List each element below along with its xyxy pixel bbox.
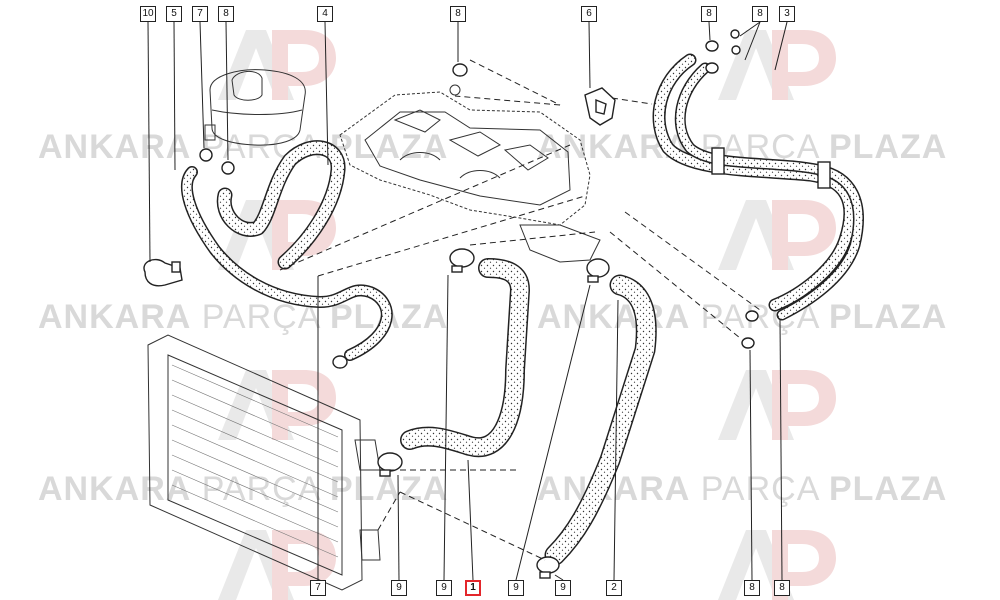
- callout-bottom-7: 7: [310, 580, 326, 596]
- clamp-8-top-right: [705, 29, 741, 74]
- callout-top-6: 6: [581, 6, 597, 22]
- hose-2: [544, 274, 657, 566]
- engine-block: [339, 84, 601, 263]
- band-clamps-3: [711, 147, 831, 189]
- clamp-9-top-right: [586, 258, 610, 283]
- hose-1: [400, 258, 530, 458]
- callout-bottom-8b: 8: [774, 580, 790, 596]
- watermark-logo-1: [218, 30, 336, 100]
- callout-top-8d: 8: [752, 6, 768, 22]
- callout-top-7: 7: [192, 6, 208, 22]
- callout-top-8a: 8: [218, 6, 234, 22]
- clamps: [143, 29, 831, 579]
- callout-bottom-9b: 9: [436, 580, 452, 596]
- hoses: [180, 53, 864, 566]
- callout-top-8c: 8: [701, 6, 717, 22]
- clamp-9-bottom-left: [377, 452, 403, 477]
- callout-top-8b: 8: [450, 6, 466, 22]
- callout-bottom-9d: 9: [555, 580, 571, 596]
- clamp-8-tank: [221, 161, 235, 175]
- callout-top-10: 10: [140, 6, 156, 22]
- watermark-row-3-right: ANKARA PARÇA PLAZA: [537, 470, 948, 508]
- clamp-7-radiator: [332, 355, 348, 369]
- watermark-logo-6: [718, 370, 836, 440]
- clamp-7-tank: [199, 148, 213, 162]
- clamp-8-bottom-right: [741, 310, 759, 349]
- radiator: [147, 334, 381, 591]
- clamp-10: [143, 258, 183, 287]
- clamp-8-engine: [452, 63, 468, 77]
- callout-bottom-2: 2: [606, 580, 622, 596]
- callout-bottom-8a: 8: [744, 580, 760, 596]
- leader-lines: [147, 21, 788, 581]
- connector-6: [584, 87, 616, 126]
- expansion-tank: [204, 69, 306, 146]
- hose-4: [216, 140, 346, 270]
- hose-5: [180, 166, 393, 361]
- callout-top-3: 3: [779, 6, 795, 22]
- callout-top-5: 5: [166, 6, 182, 22]
- clamp-9-top-left: [449, 248, 475, 273]
- watermark-logo-4: [718, 200, 836, 270]
- watermark-logo-2: [718, 30, 836, 100]
- callout-bottom-1-highlighted: 1: [465, 580, 481, 596]
- callout-top-4: 4: [317, 6, 333, 22]
- callout-bottom-9a: 9: [391, 580, 407, 596]
- callout-bottom-9c: 9: [508, 580, 524, 596]
- clamp-9-bottom-right: [536, 556, 560, 579]
